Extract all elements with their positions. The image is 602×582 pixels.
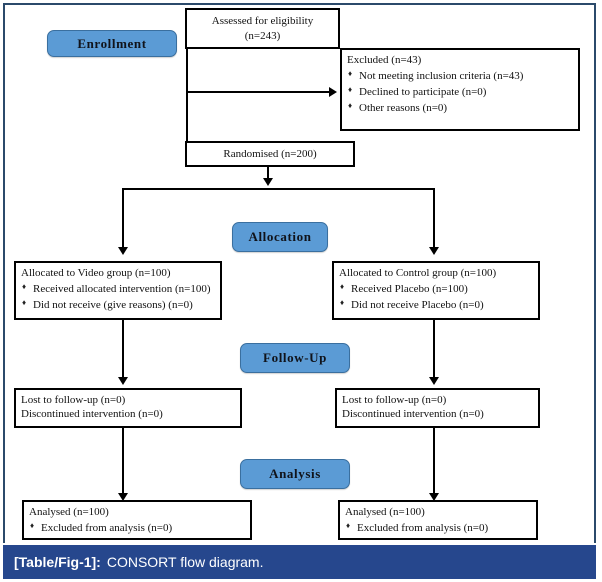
stage-label-allocation-text: Allocation <box>248 229 312 244</box>
follow-right-line-1: Lost to follow-up (n=0) <box>342 394 447 406</box>
list-item: Excluded from analysis (n=0) <box>30 521 245 535</box>
list-item: Not meeting inclusion criteria (n=43) <box>348 69 573 83</box>
arrowhead-randomised-split <box>263 178 273 186</box>
stage-label-followup: Follow-Up <box>240 343 350 373</box>
assessed-line-2: (n=243) <box>244 29 281 42</box>
connector-assessed-to-excluded <box>186 91 329 93</box>
list-item: Excluded from analysis (n=0) <box>346 521 531 535</box>
node-lost-followup-left: Lost to follow-up (n=0) Discontinued int… <box>14 388 242 428</box>
connector-split-to-alloc-right <box>433 188 435 248</box>
connector-assessed-to-randomised <box>186 49 188 141</box>
figure-caption-text: CONSORT flow diagram. <box>106 554 264 570</box>
arrowhead-to-excluded <box>329 87 337 97</box>
connector-randomised-down <box>267 167 269 181</box>
connector-follow-to-analysis-left <box>122 428 124 494</box>
node-lost-followup-right: Lost to follow-up (n=0) Discontinued int… <box>335 388 540 428</box>
node-assessed-for-eligibility: Assessed for eligibility (n=243) <box>185 8 340 49</box>
excluded-title: Excluded (n=43) <box>347 54 422 66</box>
arrowhead-alloc-left <box>118 247 128 255</box>
analysis-right-title: Analysed (n=100) <box>345 506 425 518</box>
stage-label-enrollment: Enrollment <box>47 30 177 57</box>
connector-alloc-to-follow-right <box>433 320 435 378</box>
analysis-left-list: Excluded from analysis (n=0) <box>29 521 245 535</box>
alloc-left-list: Received allocated intervention (n=100) … <box>21 282 215 312</box>
analysis-right-list: Excluded from analysis (n=0) <box>345 521 531 535</box>
stage-label-analysis-text: Analysis <box>269 466 321 481</box>
follow-left-line-1: Lost to follow-up (n=0) <box>21 394 126 406</box>
connector-alloc-to-follow-left <box>122 320 124 378</box>
follow-left-line-2: Discontinued intervention (n=0) <box>21 408 163 421</box>
excluded-list: Not meeting inclusion criteria (n=43) De… <box>347 69 573 115</box>
arrowhead-follow-left <box>118 377 128 385</box>
alloc-left-title: Allocated to Video group (n=100) <box>21 267 171 279</box>
figure-caption-bar: [Table/Fig-1]: CONSORT flow diagram. <box>3 545 596 579</box>
arrowhead-follow-right <box>429 377 439 385</box>
node-randomised: Randomised (n=200) <box>185 141 355 167</box>
node-analysed-left: Analysed (n=100) Excluded from analysis … <box>22 500 252 540</box>
arrowhead-analysis-right <box>429 493 439 501</box>
stage-label-analysis: Analysis <box>240 459 350 489</box>
connector-allocation-split-bar <box>122 188 435 190</box>
stage-label-enrollment-text: Enrollment <box>77 35 147 51</box>
alloc-right-list: Received Placebo (n=100) Did not receive… <box>339 282 533 312</box>
list-item: Did not receive Placebo (n=0) <box>340 298 533 312</box>
connector-follow-to-analysis-right <box>433 428 435 494</box>
stage-label-allocation: Allocation <box>232 222 328 252</box>
figure-caption-tag: [Table/Fig-1]: <box>14 554 101 570</box>
stage-label-followup-text: Follow-Up <box>263 350 327 365</box>
node-excluded: Excluded (n=43) Not meeting inclusion cr… <box>340 48 580 131</box>
assessed-line-1: Assessed for eligibility <box>211 15 314 28</box>
alloc-right-title: Allocated to Control group (n=100) <box>339 267 497 279</box>
node-analysed-right: Analysed (n=100) Excluded from analysis … <box>338 500 538 540</box>
list-item: Did not receive (give reasons) (n=0) <box>22 298 215 312</box>
analysis-left-title: Analysed (n=100) <box>29 506 109 518</box>
list-item: Received allocated intervention (n=100) <box>22 282 215 296</box>
follow-right-line-2: Discontinued intervention (n=0) <box>342 408 484 421</box>
randomised-line-1: Randomised (n=200) <box>223 147 317 160</box>
node-allocated-control-group: Allocated to Control group (n=100) Recei… <box>332 261 540 320</box>
connector-split-to-alloc-left <box>122 188 124 248</box>
list-item: Other reasons (n=0) <box>348 101 573 115</box>
list-item: Received Placebo (n=100) <box>340 282 533 296</box>
arrowhead-analysis-left <box>118 493 128 501</box>
node-allocated-video-group: Allocated to Video group (n=100) Receive… <box>14 261 222 320</box>
list-item: Declined to participate (n=0) <box>348 85 573 99</box>
arrowhead-alloc-right <box>429 247 439 255</box>
